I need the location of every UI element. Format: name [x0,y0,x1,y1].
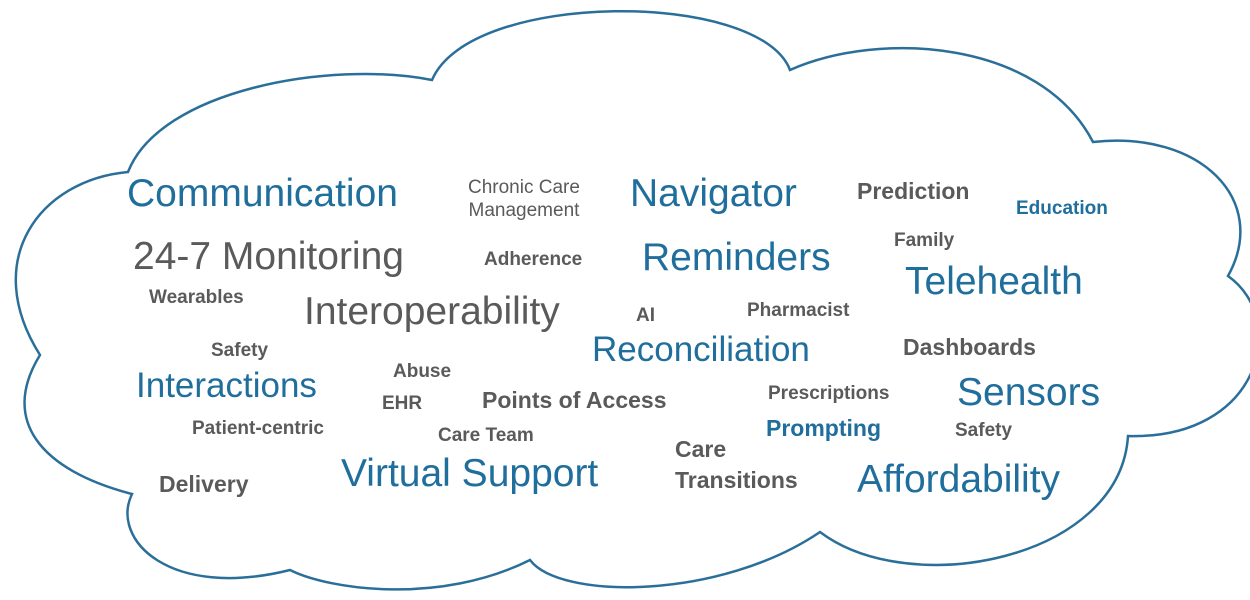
word-pharmacist: Pharmacist [747,300,850,321]
word-adherence: Adherence [484,249,583,270]
word-points-of-access: Points of Access [482,387,667,413]
word-prediction: Prediction [857,178,970,204]
word-virtual-support: Virtual Support [341,452,599,495]
word-ehr: EHR [382,393,423,414]
cloud-shape [14,10,1250,591]
word-interactions: Interactions [136,366,317,405]
word-navigator: Navigator [630,172,797,215]
word-chronic-care-line1: Chronic Care [468,177,580,198]
word-ai: AI [636,305,655,326]
word-reminders: Reminders [642,236,831,279]
word-24-7-monitoring: 24-7 Monitoring [133,235,404,278]
word-abuse: Abuse [393,361,452,382]
word-care-transitions: Care Transitions [675,434,798,496]
word-sensors: Sensors [957,371,1101,414]
word-prompting: Prompting [766,415,881,441]
word-chronic-care-management: Chronic Care Management [468,177,580,223]
word-patient-centric: Patient-centric [192,418,324,439]
word-family: Family [894,230,955,251]
word-care-line1: Care [675,436,727,462]
word-dashboards: Dashboards [903,334,1036,360]
word-delivery: Delivery [159,471,249,497]
word-affordability: Affordability [857,458,1061,501]
word-education: Education [1016,198,1108,219]
word-interoperability: Interoperability [304,290,560,333]
word-safety-right: Safety [955,420,1013,441]
word-safety-left: Safety [211,340,269,361]
word-telehealth: Telehealth [905,260,1083,303]
word-reconciliation: Reconciliation [592,330,810,369]
word-wearables: Wearables [149,287,244,308]
word-prescriptions: Prescriptions [768,383,890,404]
word-care-line2: Transitions [675,467,798,494]
word-care-team: Care Team [438,425,534,446]
word-communication: Communication [127,172,398,215]
word-chronic-care-line2: Management [468,199,580,221]
